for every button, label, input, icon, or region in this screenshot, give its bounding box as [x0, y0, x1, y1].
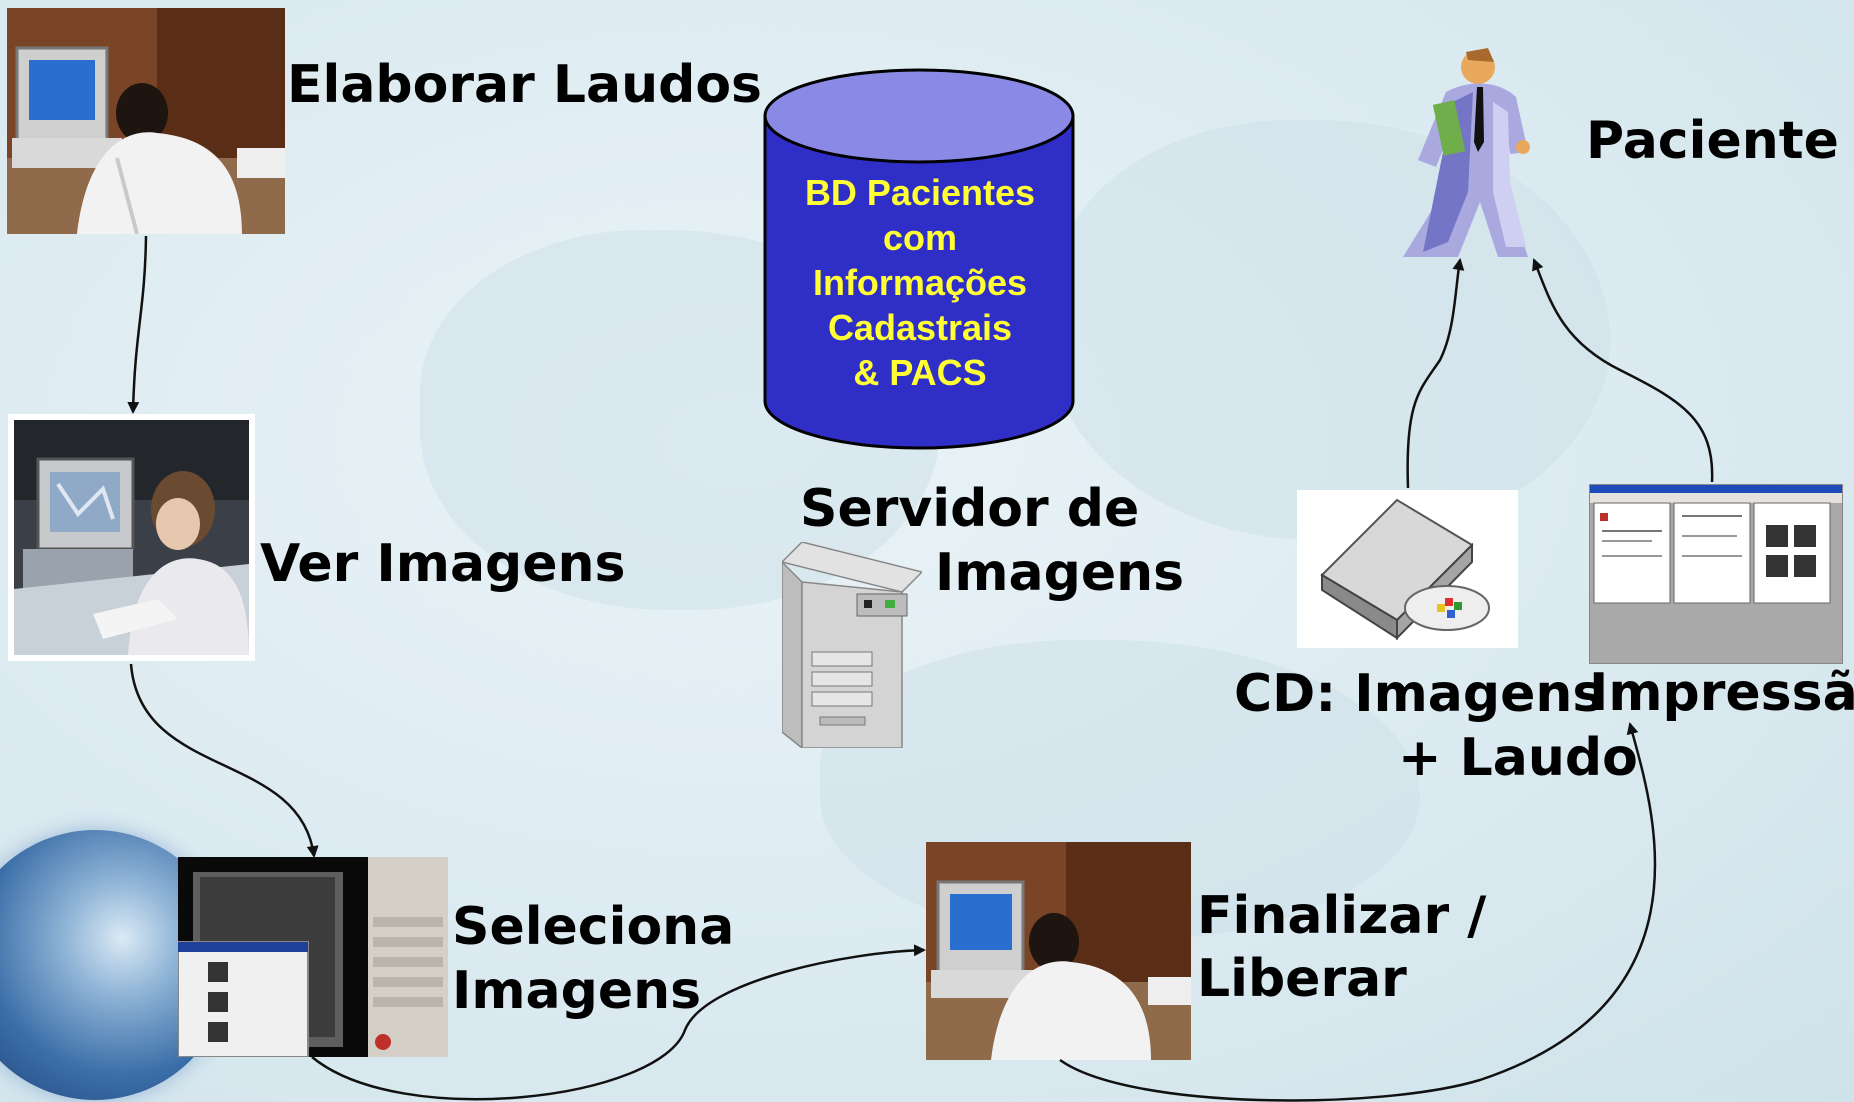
arrow-impressao-to-paciente: [1532, 258, 1714, 483]
label-liberar: Liberar: [1197, 949, 1407, 1009]
label-finalizar: Finalizar /: [1197, 886, 1487, 946]
database-label-line: & PACS: [853, 352, 987, 393]
label-seleciona: Seleciona: [452, 897, 735, 957]
label-cd-imagens: CD: Imagens: [1234, 664, 1604, 724]
arrow-finalizar-to-impressao: [1059, 722, 1657, 1102]
database-cylinder: [762, 68, 1077, 453]
database-label-line: Informações: [812, 262, 1028, 303]
woman-computer-photo: [8, 414, 255, 661]
print-preview-screenshot: [1589, 484, 1843, 664]
database-label-line: BD Pacientes: [804, 172, 1036, 213]
label-paciente: Paciente: [1586, 111, 1839, 171]
label-cd-laudo: + Laudo: [1398, 728, 1638, 788]
database-label-line: com: [882, 217, 958, 258]
image-viewer-screenshot: [178, 857, 448, 1057]
arrow-laudos-to-ver: [127, 235, 148, 414]
patient-clipart: [1398, 42, 1548, 260]
background-map-shape: [1050, 120, 1610, 540]
arrow-cd-to-paciente: [1406, 258, 1465, 489]
database-label-line: Cadastrais: [827, 307, 1013, 348]
arrow-seleciona-to-finalizar: [311, 944, 926, 1101]
label-elaborar-laudos: Elaborar Laudos: [287, 55, 763, 115]
label-servidor-imagens: Imagens: [935, 543, 1185, 603]
arrow-ver-to-seleciona: [129, 663, 319, 858]
cd-drive-icon: [1297, 490, 1518, 648]
server-tower-icon: [780, 541, 924, 750]
label-ver-imagens: Ver Imagens: [260, 534, 626, 594]
doctor-computer-photo: [926, 842, 1191, 1060]
label-servidor-de: Servidor de: [800, 479, 1140, 539]
label-seleciona-imagens: Imagens: [452, 961, 702, 1021]
doctor-computer-photo: [7, 8, 285, 234]
database-label: BD Pacientes com Informações Cadastrais …: [770, 170, 1070, 395]
label-impressao: Impressão: [1589, 663, 1854, 723]
